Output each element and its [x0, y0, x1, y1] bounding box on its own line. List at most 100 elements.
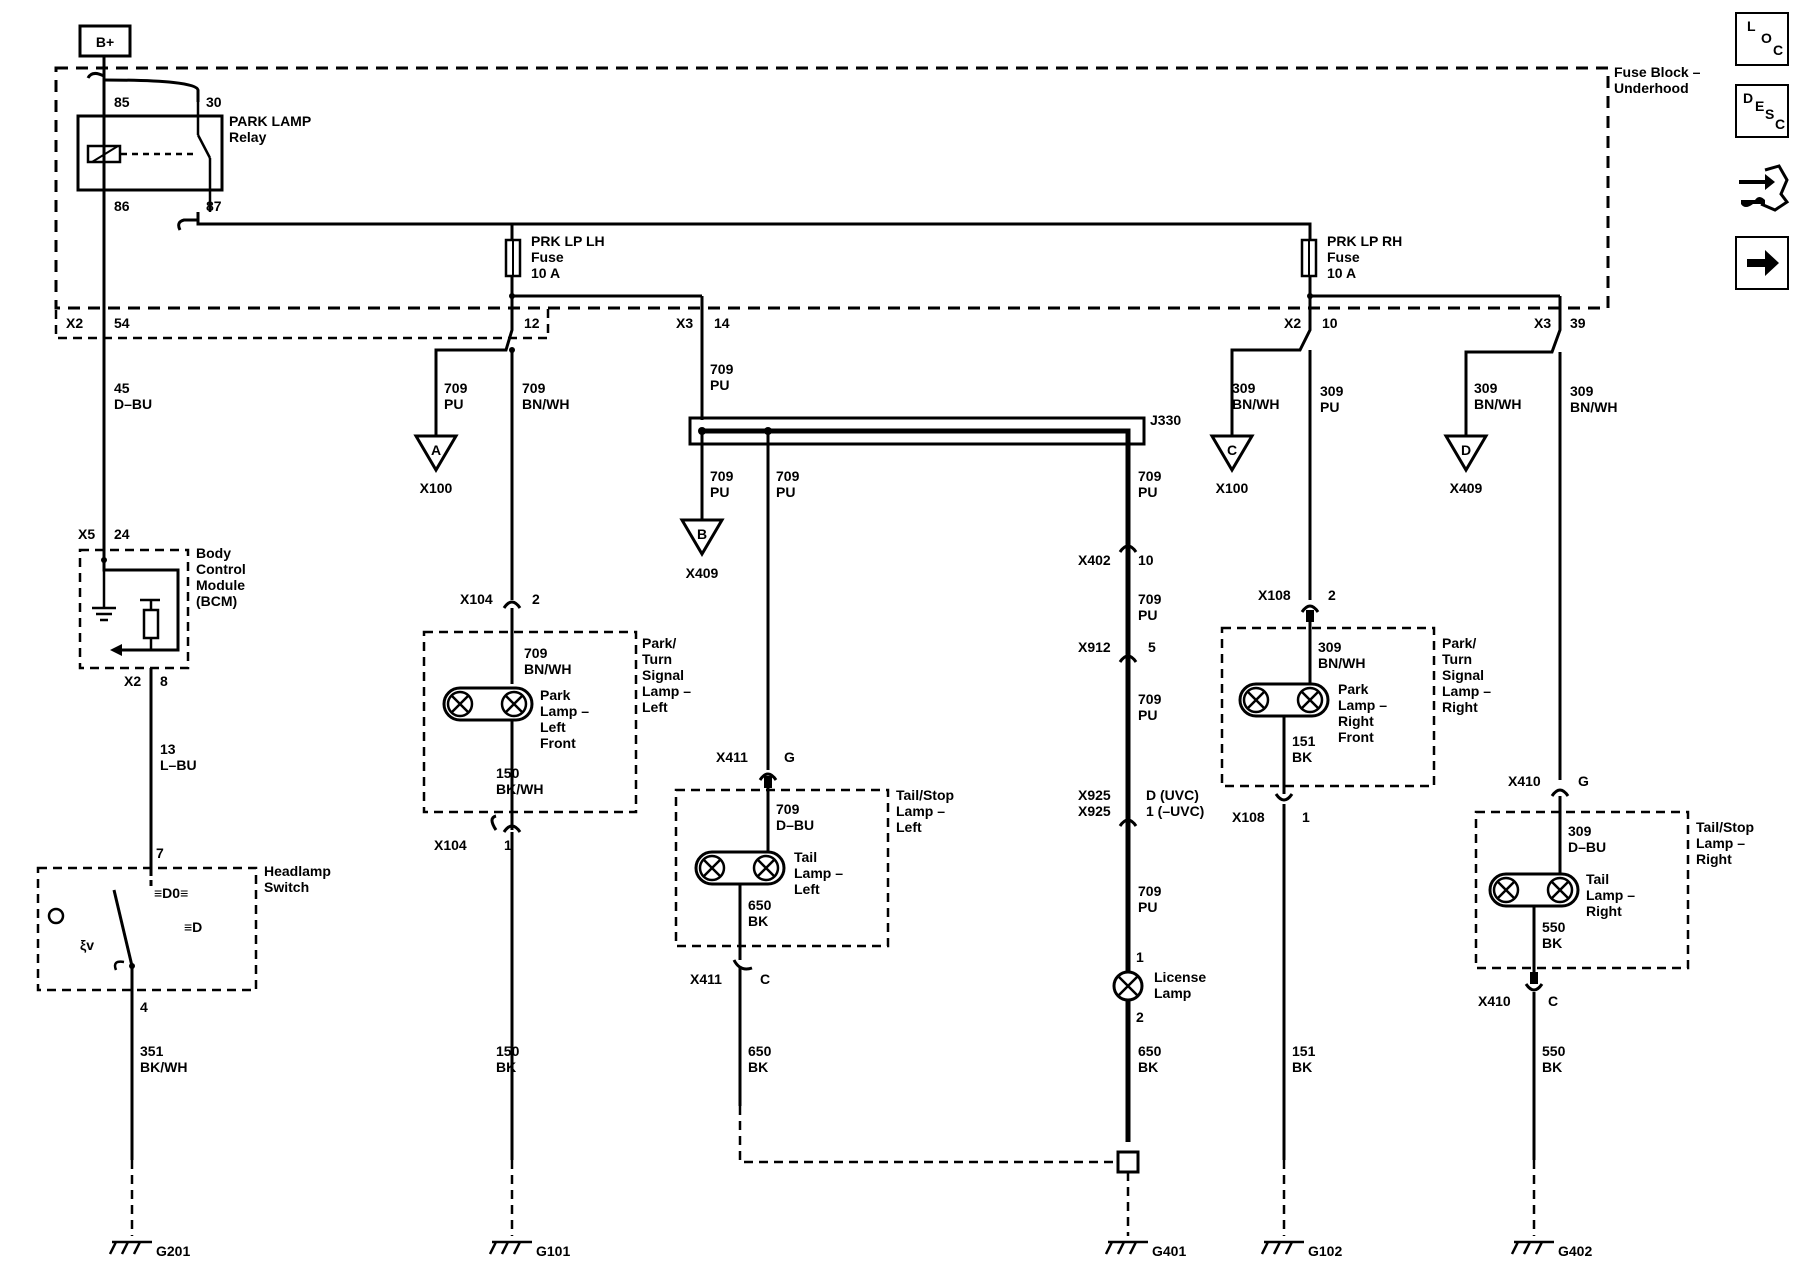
- tail-stop-lamp-left-box: [674, 788, 890, 948]
- svg-text:650: 650: [748, 1043, 772, 1059]
- svg-text:150: 150: [496, 765, 520, 781]
- svg-text:Lamp –: Lamp –: [1442, 683, 1491, 699]
- svg-text:Lamp –: Lamp –: [794, 865, 843, 881]
- svg-text:Front: Front: [540, 735, 576, 751]
- svg-text:Park/: Park/: [642, 635, 676, 651]
- svg-text:1: 1: [504, 837, 512, 853]
- svg-text:X925: X925: [1078, 803, 1111, 819]
- svg-text:BK: BK: [1138, 1059, 1158, 1075]
- description-button[interactable]: D E S C: [1735, 84, 1789, 138]
- connector-icon: [1739, 164, 1790, 212]
- svg-text:BK/WH: BK/WH: [140, 1059, 187, 1075]
- svg-text:709: 709: [1138, 591, 1162, 607]
- svg-text:309: 309: [1318, 639, 1342, 655]
- svg-text:709: 709: [710, 468, 734, 484]
- offpage-connector-d[interactable]: D X409: [1443, 434, 1489, 496]
- svg-text:12: 12: [524, 315, 540, 331]
- park-turn-lamp-right-box: [1220, 626, 1436, 788]
- svg-text:Front: Front: [1338, 729, 1374, 745]
- svg-text:Tail: Tail: [794, 849, 817, 865]
- connector-view-button[interactable]: [1735, 160, 1791, 216]
- svg-text:Right: Right: [1586, 903, 1622, 919]
- svg-text:Lamp –: Lamp –: [642, 683, 691, 699]
- svg-text:30: 30: [206, 94, 222, 110]
- svg-text:X912: X912: [1078, 639, 1111, 655]
- svg-text:G402: G402: [1558, 1243, 1592, 1259]
- svg-text:709: 709: [1138, 691, 1162, 707]
- svg-text:PRK LP RH: PRK LP RH: [1327, 233, 1402, 249]
- svg-text:PU: PU: [1138, 607, 1157, 623]
- splice-junction: [1116, 1150, 1140, 1174]
- ground-g402: G402: [1510, 1240, 1592, 1259]
- svg-text:Underhood: Underhood: [1614, 80, 1689, 96]
- svg-text:C: C: [760, 971, 770, 987]
- svg-text:X104: X104: [460, 591, 493, 607]
- svg-text:D–BU: D–BU: [1568, 839, 1606, 855]
- svg-text:Right: Right: [1696, 851, 1732, 867]
- svg-text:Lamp: Lamp: [1154, 985, 1191, 1001]
- svg-text:BN/WH: BN/WH: [522, 396, 569, 412]
- svg-text:G401: G401: [1152, 1243, 1186, 1259]
- svg-text:X410: X410: [1508, 773, 1541, 789]
- svg-text:Relay: Relay: [229, 129, 267, 145]
- svg-text:Body: Body: [196, 545, 231, 561]
- svg-text:X100: X100: [420, 480, 453, 496]
- svg-text:BN/WH: BN/WH: [1318, 655, 1365, 671]
- svg-text:2: 2: [1328, 587, 1336, 603]
- svg-text:X925: X925: [1078, 787, 1111, 803]
- svg-text:PU: PU: [710, 484, 729, 500]
- next-page-button[interactable]: [1735, 236, 1789, 290]
- offpage-connector-c[interactable]: C X100: [1209, 434, 1255, 496]
- svg-text:PU: PU: [1320, 399, 1339, 415]
- ground-g401: G401: [1104, 1240, 1186, 1259]
- splice-pack-j330: [688, 416, 1146, 446]
- svg-text:C: C: [1227, 442, 1237, 458]
- location-button[interactable]: L O C: [1735, 12, 1789, 66]
- svg-text:85: 85: [114, 94, 130, 110]
- svg-text:550: 550: [1542, 1043, 1566, 1059]
- battery-positive-label: B+: [78, 24, 132, 58]
- tail-lamp-right: [1488, 872, 1580, 908]
- svg-text:Lamp –: Lamp –: [1696, 835, 1745, 851]
- svg-text:License: License: [1154, 969, 1206, 985]
- svg-text:G: G: [1578, 773, 1589, 789]
- svg-text:BN/WH: BN/WH: [1232, 396, 1279, 412]
- svg-text:709: 709: [1138, 883, 1162, 899]
- svg-text:(BCM): (BCM): [196, 593, 237, 609]
- svg-text:X2: X2: [66, 315, 83, 331]
- svg-text:650: 650: [1138, 1043, 1162, 1059]
- svg-text:BK: BK: [748, 913, 768, 929]
- svg-text:13: 13: [160, 741, 176, 757]
- svg-text:87: 87: [206, 198, 222, 214]
- svg-text:309: 309: [1568, 823, 1592, 839]
- svg-text:X3: X3: [676, 315, 693, 331]
- svg-text:709: 709: [522, 380, 546, 396]
- svg-text:709: 709: [776, 801, 800, 817]
- svg-text:550: 550: [1542, 919, 1566, 935]
- svg-text:709: 709: [710, 361, 734, 377]
- svg-text:X100: X100: [1216, 480, 1249, 496]
- svg-text:24: 24: [114, 526, 130, 542]
- svg-text:B: B: [697, 526, 707, 542]
- svg-text:709: 709: [776, 468, 800, 484]
- svg-text:Left: Left: [896, 819, 922, 835]
- svg-text:BK: BK: [496, 1059, 516, 1075]
- svg-text:PU: PU: [1138, 707, 1157, 723]
- svg-text:Turn: Turn: [1442, 651, 1472, 667]
- svg-text:1 (–UVC): 1 (–UVC): [1146, 803, 1204, 819]
- svg-text:Tail/Stop: Tail/Stop: [896, 787, 954, 803]
- offpage-connector-a[interactable]: A X100: [413, 434, 459, 496]
- svg-text:X2: X2: [1284, 315, 1301, 331]
- svg-text:709: 709: [524, 645, 548, 661]
- svg-text:150: 150: [496, 1043, 520, 1059]
- svg-text:X2: X2: [124, 673, 141, 689]
- svg-text:D (UVC): D (UVC): [1146, 787, 1199, 803]
- fuse-block-label: Fuse Block –: [1614, 64, 1701, 80]
- svg-text:PU: PU: [444, 396, 463, 412]
- svg-text:X409: X409: [1450, 480, 1483, 496]
- svg-text:X5: X5: [78, 526, 95, 542]
- svg-text:J330: J330: [1150, 412, 1181, 428]
- offpage-connector-b[interactable]: B X409: [679, 518, 725, 581]
- headlamp-switch: ξv ≡D0≡ ≡D: [36, 866, 258, 1000]
